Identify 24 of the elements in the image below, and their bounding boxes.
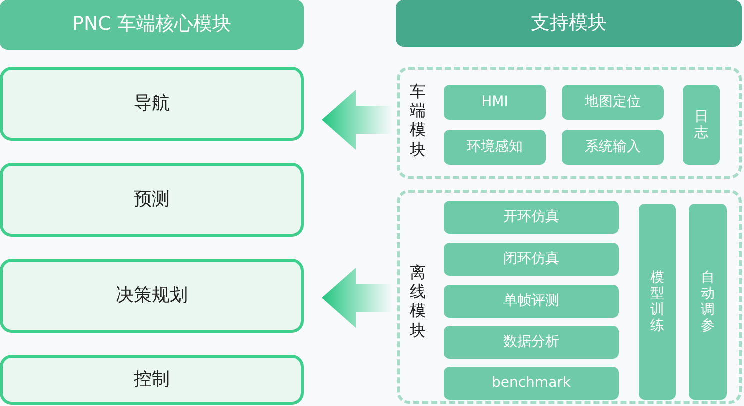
section-header: 支持模块: [396, 0, 742, 47]
feature-box: 系统输入: [562, 130, 664, 165]
feature-box: 数据分析: [444, 326, 619, 359]
section-header: PNC 车端核心模块: [0, 0, 304, 50]
feature-box: 日志: [683, 85, 720, 165]
module-box: 决策规划: [0, 259, 304, 333]
group-label: 车端模块: [410, 82, 426, 159]
feature-box: 模型训练: [639, 204, 676, 400]
feature-box: 单帧评测: [444, 285, 619, 318]
feature-box: 开环仿真: [444, 201, 619, 234]
block-arrow: [322, 90, 392, 150]
module-box: 导航: [0, 67, 304, 141]
feature-box: HMI: [444, 85, 546, 120]
dashed-group: [397, 67, 742, 179]
module-box: 预测: [0, 163, 304, 237]
module-box: 控制: [0, 355, 304, 405]
feature-box: 闭环仿真: [444, 243, 619, 276]
dashed-group: [397, 190, 742, 404]
group-label: 离线模块: [410, 263, 426, 340]
block-arrow: [322, 268, 392, 328]
feature-box: 自动调参: [689, 204, 727, 400]
feature-box: 环境感知: [444, 130, 546, 165]
feature-box: 地图定位: [562, 85, 664, 120]
feature-box: benchmark: [444, 367, 619, 400]
